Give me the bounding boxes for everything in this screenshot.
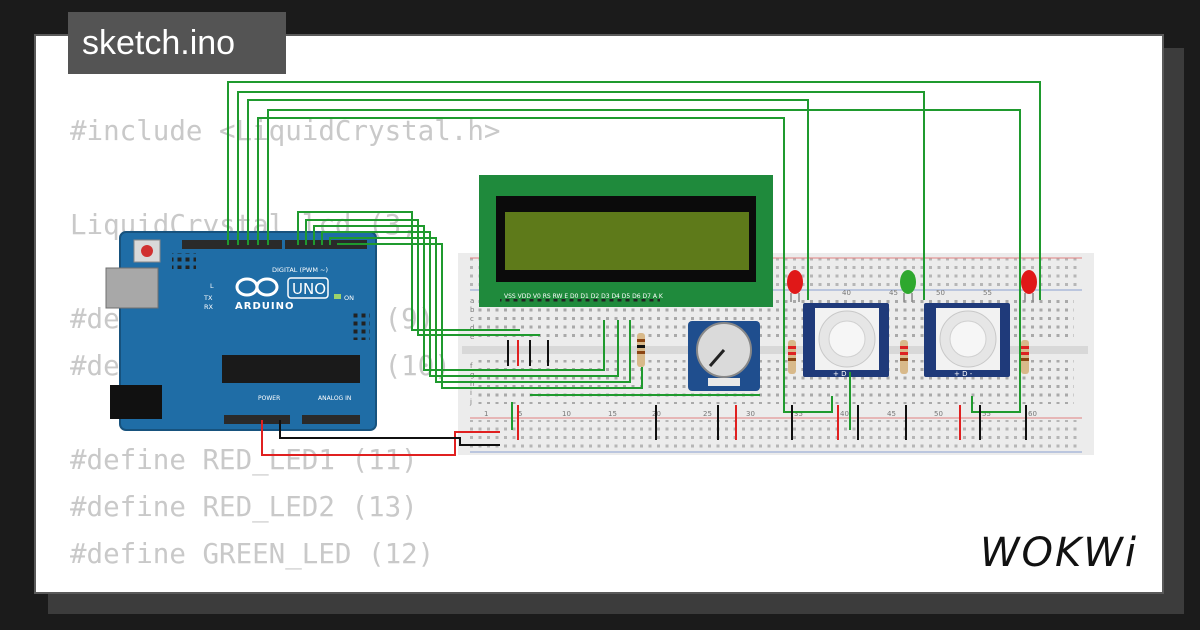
pir-pin-labels: + D -: [833, 370, 852, 378]
power-jack: [110, 385, 162, 419]
breadboard-column-number: 55: [982, 410, 991, 418]
icsp-header: [172, 253, 196, 269]
arduino-brand-label: ARDUINO: [235, 301, 294, 312]
on-led-label: ON: [344, 294, 354, 302]
arduino-model-label: UNO: [292, 280, 326, 298]
breadboard-column-number: 35: [794, 410, 803, 418]
breadboard-column-number: 5: [518, 410, 522, 418]
led-green[interactable]: [900, 270, 916, 302]
rx-led-label: RX: [204, 303, 214, 311]
lcd-pin-labels: VSS VDD V0 RS RW E D0 D1 D2 D3 D4 D5 D6 …: [504, 293, 664, 300]
breadboard-column-number: 1: [484, 410, 488, 418]
code-line: #define RED_LED2 (13): [70, 491, 418, 523]
analog-pins-label: ANALOG IN: [318, 395, 351, 402]
breadboard-row-letter: d: [470, 324, 474, 332]
atmega-chip: [222, 355, 360, 383]
icsp-header-2: [352, 312, 370, 340]
breadboard-column-number: 15: [608, 410, 617, 418]
lcd-screen: [505, 212, 749, 270]
breadboard-row-letter: c: [470, 315, 474, 323]
resistor[interactable]: [788, 340, 796, 374]
arduino-logo-icon: [235, 277, 279, 297]
pir-sensor-1[interactable]: + D -: [803, 303, 889, 378]
arduino-uno-board[interactable]: UNO ARDUINO DIGITAL (PWM ~) POWER ANALOG…: [105, 231, 377, 431]
breadboard-column-number: 45: [887, 410, 896, 418]
breadboard-column-number: 40: [842, 289, 851, 297]
breadboard-column-number: 40: [840, 410, 849, 418]
breadboard-column-number: 10: [562, 410, 571, 418]
digital-header: [182, 240, 282, 249]
pir-pin-labels: + D -: [954, 370, 973, 378]
breadboard-bottom-rails: [470, 420, 1082, 450]
breadboard-column-number: 55: [983, 289, 992, 297]
breadboard-column-number: 45: [889, 289, 898, 297]
breadboard-row-letter: e: [470, 333, 474, 341]
signal-wires: [227, 81, 1041, 430]
breadboard-row-letter: h: [470, 380, 474, 388]
wokwi-logo-text: WOKWi: [980, 530, 1138, 576]
usb-connector: [105, 267, 159, 309]
breadboard-column-number: 50: [934, 410, 943, 418]
led-red-2[interactable]: [1021, 270, 1037, 302]
lcd-display[interactable]: VSS VDD V0 RS RW E D0 D1 D2 D3 D4 D5 D6 …: [479, 175, 773, 307]
tx-led-label: TX: [203, 294, 213, 302]
breadboard-row-letter: a: [470, 297, 474, 305]
breadboard-row-letter: i: [470, 389, 472, 397]
power-wires: [261, 340, 1027, 456]
breadboard-column-number: 60: [1028, 410, 1037, 418]
power-header: [224, 415, 290, 424]
code-line: #define GREEN_LED (12): [70, 538, 435, 570]
pir-sensor-2[interactable]: + D -: [924, 303, 1010, 378]
power-pins-label: POWER: [258, 395, 280, 402]
code-line: #include <LiquidCrystal.h>: [70, 115, 501, 147]
potentiometer[interactable]: [688, 321, 760, 391]
file-tab[interactable]: sketch.ino: [68, 12, 286, 74]
code-line: #de (10): [70, 350, 451, 382]
breadboard-row-letter: b: [470, 306, 475, 314]
breadboard-column-number: 50: [936, 289, 945, 297]
breadboard-column-number: 25: [703, 410, 712, 418]
breadboard-row-letter: f: [470, 362, 473, 370]
wokwi-logo: WOKWi: [980, 530, 1138, 576]
l-led-label: L: [210, 282, 214, 290]
resistor[interactable]: [637, 333, 645, 367]
resistor[interactable]: [900, 340, 908, 374]
analog-header: [302, 415, 360, 424]
resistor[interactable]: [1021, 340, 1029, 374]
digital-pins-label: DIGITAL (PWM ~): [272, 266, 328, 274]
breadboard-column-number: 30: [746, 410, 755, 418]
code-line: #define RED_LED1 (11): [70, 444, 418, 476]
code-background: #include <LiquidCrystal.h>LiquidCrystal …: [70, 108, 500, 578]
breadboard-row-letter: j: [469, 398, 472, 406]
led-red-1[interactable]: [787, 270, 803, 302]
